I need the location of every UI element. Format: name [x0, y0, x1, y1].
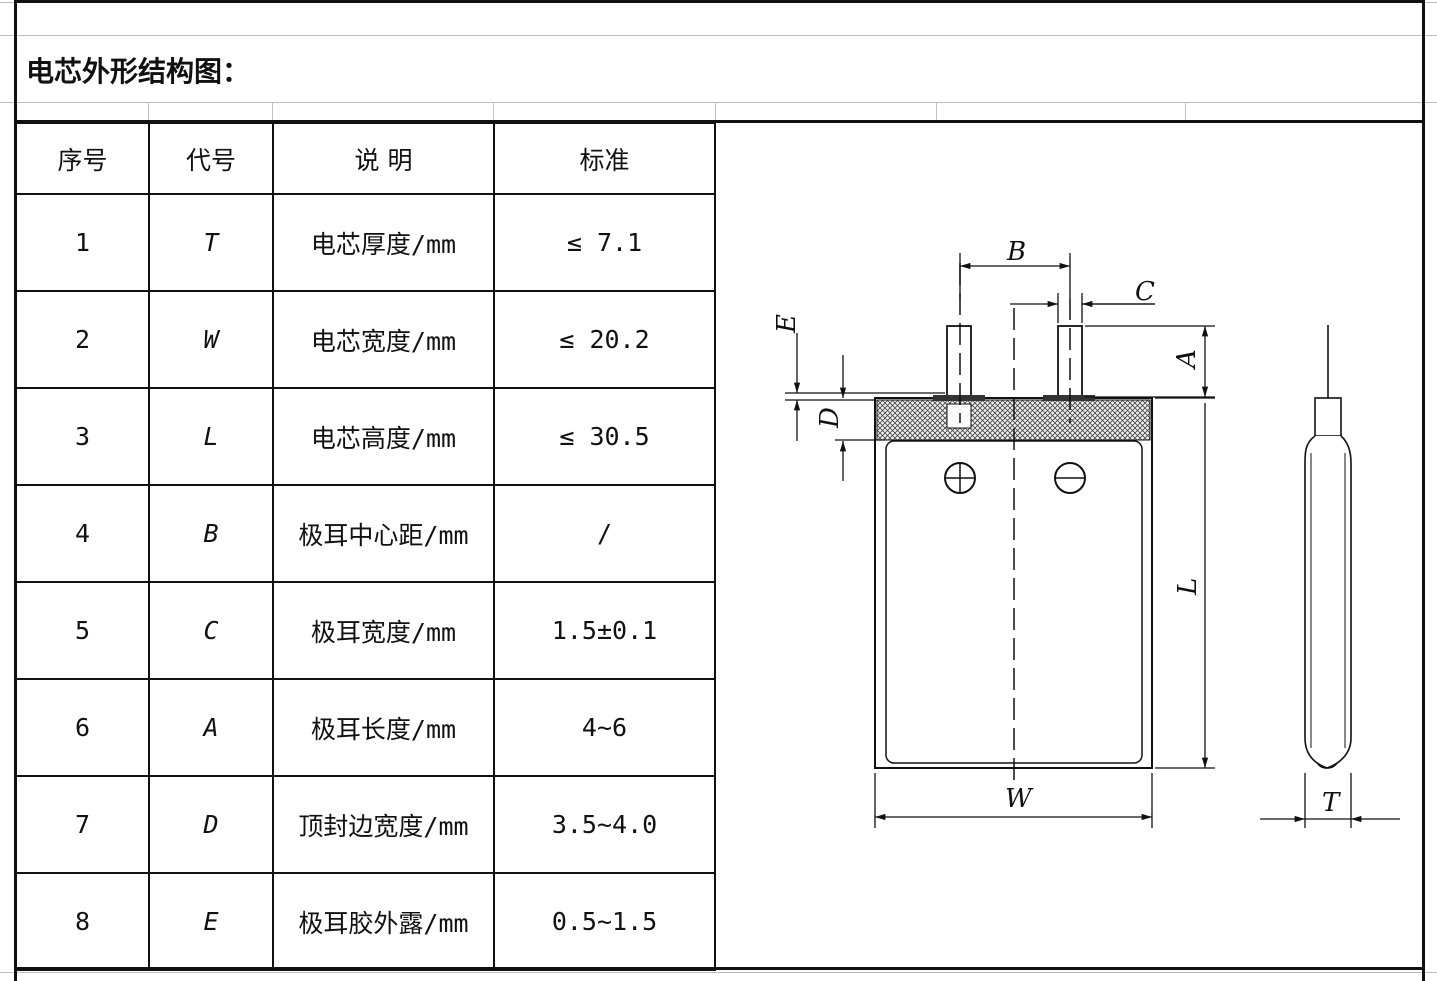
- cell-desc: 电芯厚度/mm: [272, 193, 495, 292]
- dimension-B: [959, 253, 1071, 298]
- cell-no: 8: [15, 872, 150, 971]
- cell-std: 3.5~4.0: [493, 775, 716, 874]
- cell-code: A: [148, 678, 274, 777]
- cell-code: E: [148, 872, 274, 971]
- grid-line: [493, 103, 494, 122]
- label-L: L: [1173, 578, 1203, 596]
- cell-desc: 电芯宽度/mm: [272, 290, 495, 389]
- table-row: 4 B 极耳中心距/mm /: [15, 484, 716, 583]
- cell-std: ≤ 30.5: [493, 387, 716, 486]
- label-A: A: [1172, 349, 1202, 370]
- cell-code: C: [148, 581, 274, 680]
- spec-table: 序号 代号 说 明 标准 1 T 电芯厚度/mm ≤ 7.1 2 W 电芯宽度/…: [15, 122, 716, 971]
- header-no: 序号: [15, 122, 150, 195]
- table-row: 5 C 极耳宽度/mm 1.5±0.1: [15, 581, 716, 680]
- cell-desc: 极耳胶外露/mm: [272, 872, 495, 971]
- cell-no: 3: [15, 387, 150, 486]
- grid-line: [936, 103, 937, 122]
- grid-line: [0, 972, 1437, 973]
- cell-std: 0.5~1.5: [493, 872, 716, 971]
- header-std: 标准: [493, 122, 716, 195]
- dimension-W: [874, 773, 1153, 828]
- cell-std: /: [493, 484, 716, 583]
- grid-line: [0, 102, 1437, 103]
- label-T: T: [1322, 788, 1341, 818]
- tab-left: [933, 325, 985, 494]
- table-row: 8 E 极耳胶外露/mm 0.5~1.5: [15, 872, 716, 971]
- grid-line: [148, 103, 149, 122]
- cell-code: W: [148, 290, 274, 389]
- header-code: 代号: [148, 122, 274, 195]
- sheet-border-top: [14, 0, 1425, 3]
- cell-no: 2: [15, 290, 150, 389]
- cell-desc: 极耳中心距/mm: [272, 484, 495, 583]
- table-row: 1 T 电芯厚度/mm ≤ 7.1: [15, 193, 716, 292]
- section-rule: [14, 120, 1425, 123]
- dimension-L: [1155, 397, 1215, 769]
- cell-std: 4~6: [493, 678, 716, 777]
- grid-line: [0, 35, 1437, 36]
- page-title: 电芯外形结构图：: [26, 55, 251, 88]
- cell-no: 6: [15, 678, 150, 777]
- header-desc: 说 明: [272, 122, 495, 195]
- label-B: B: [1006, 237, 1026, 267]
- center-lines: [959, 263, 1071, 783]
- dimension-A: [1085, 325, 1215, 398]
- cell-desc: 电芯高度/mm: [272, 387, 495, 486]
- table-row: 6 A 极耳长度/mm 4~6: [15, 678, 716, 777]
- cell-desc: 极耳宽度/mm: [272, 581, 495, 680]
- dimension-D: [835, 355, 885, 481]
- label-W: W: [1005, 784, 1034, 814]
- table-row: 3 L 电芯高度/mm ≤ 30.5: [15, 387, 716, 486]
- cell-std: ≤ 20.2: [493, 290, 716, 389]
- cell-desc: 极耳长度/mm: [272, 678, 495, 777]
- label-D: D: [815, 407, 845, 429]
- section-rule: [14, 967, 1425, 970]
- cell-no: 5: [15, 581, 150, 680]
- cell-desc: 顶封边宽度/mm: [272, 775, 495, 874]
- grid-line: [1185, 103, 1186, 122]
- sheet-border-right: [1422, 0, 1425, 981]
- side-view: [1304, 325, 1352, 769]
- dimension-E: [785, 333, 945, 441]
- cell-std: 1.5±0.1: [493, 581, 716, 680]
- grid-line: [715, 103, 716, 122]
- cell-no: 1: [15, 193, 150, 292]
- grid-line: [272, 103, 273, 122]
- cell-code: L: [148, 387, 274, 486]
- table-row: 7 D 顶封边宽度/mm 3.5~4.0: [15, 775, 716, 874]
- cell-code: B: [148, 484, 274, 583]
- cell-no: 4: [15, 484, 150, 583]
- table-row: 2 W 电芯宽度/mm ≤ 20.2: [15, 290, 716, 389]
- label-C: C: [1135, 277, 1155, 307]
- cell-code: T: [148, 193, 274, 292]
- cell-outline-drawing: B C A L E: [772, 237, 1400, 828]
- table-header-row: 序号 代号 说 明 标准: [15, 122, 716, 195]
- cell-code: D: [148, 775, 274, 874]
- cell-no: 7: [15, 775, 150, 874]
- cell-std: ≤ 7.1: [493, 193, 716, 292]
- dimension-C: [1010, 293, 1155, 323]
- dimension-T: [1260, 773, 1400, 828]
- label-E: E: [772, 314, 802, 334]
